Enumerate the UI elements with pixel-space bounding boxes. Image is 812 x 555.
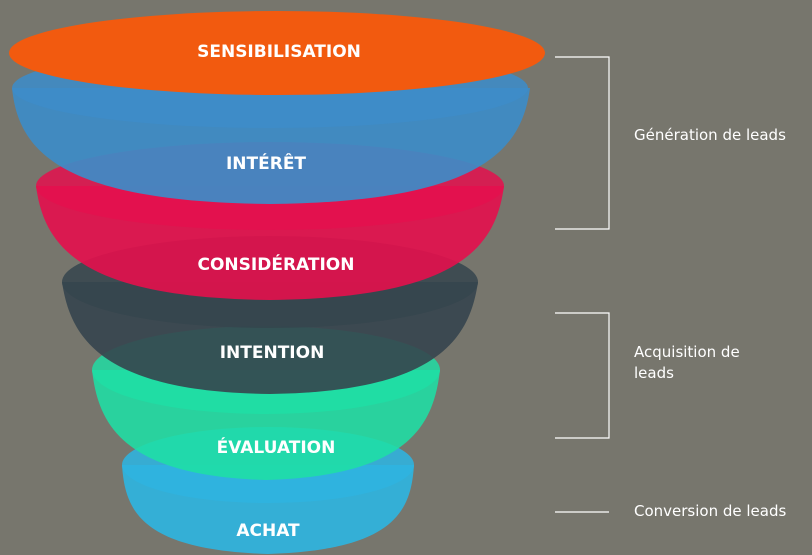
- funnel-stage-evaluation-label: ÉVALUATION: [217, 436, 336, 458]
- bracket-generation: [555, 56, 610, 230]
- funnel-stage-interet-label: INTÉRÊT: [226, 152, 306, 174]
- phase-label-generation: Génération de leads: [634, 126, 786, 144]
- phase-label-conversion: Conversion de leads: [634, 502, 787, 520]
- phase-label-acquisition: Acquisition de leads: [634, 343, 740, 382]
- bracket-acquisition: [555, 312, 610, 439]
- funnel-stage-consideration-label: CONSIDÉRATION: [198, 253, 355, 275]
- funnel-stage-sensibilisation: SENSIBILISATION: [9, 11, 545, 95]
- funnel-stage-intention-label: INTENTION: [220, 343, 325, 363]
- funnel-stage-sensibilisation-ellipse: [9, 11, 545, 95]
- funnel-stage-sensibilisation-label: SENSIBILISATION: [197, 42, 361, 62]
- funnel-stage-achat-label: ACHAT: [236, 521, 300, 541]
